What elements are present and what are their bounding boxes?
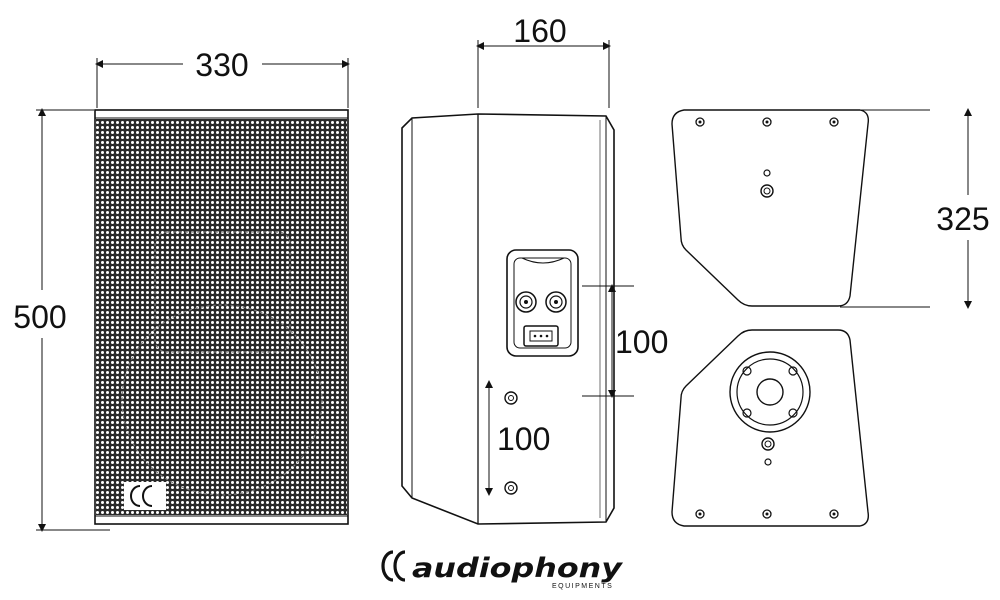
front-height-label: 500: [13, 299, 66, 335]
front-logo-icon: [130, 485, 153, 507]
bottom-bracket-view: [671, 329, 870, 527]
rigging-point-2-icon: [504, 481, 518, 495]
woofer-outline: [121, 304, 323, 496]
bracket-height-label: 325: [936, 201, 989, 237]
side-depth-label: 160: [513, 13, 566, 49]
bracket-height-dimension: 325: [840, 108, 990, 309]
side-rigging-spacing-label: 100: [497, 421, 550, 457]
brand-logo: audiophony EQUIPMENTS: [381, 550, 624, 590]
brand-name: audiophony: [412, 553, 624, 584]
speakon-connector-2-icon: [545, 291, 567, 313]
bottom-bracket-outline: [671, 329, 870, 527]
front-width-label: 330: [195, 47, 248, 83]
side-view: 160 100: [401, 13, 668, 525]
connector-panel: [506, 249, 579, 357]
pole-mount-icon: [729, 351, 811, 433]
top-bracket-view: [671, 109, 870, 307]
front-grille: [96, 119, 347, 515]
horn-outline: [154, 231, 291, 353]
front-cabinet-outline: [94, 109, 349, 525]
brand-logo-icon: [381, 550, 406, 582]
front-view: 330 500: [13, 47, 350, 532]
speakon-connector-1-icon: [515, 291, 537, 313]
side-pole-spacing-label: 100: [615, 324, 668, 360]
side-cabinet-outline: [401, 113, 615, 525]
top-bracket-outline: [671, 109, 870, 307]
power-socket-icon: [523, 325, 559, 347]
rigging-point-1-icon: [504, 391, 518, 405]
brand-tagline: EQUIPMENTS: [552, 583, 613, 590]
